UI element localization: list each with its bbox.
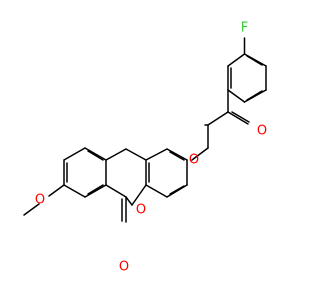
ether-oxygen-label: O <box>189 153 199 168</box>
bond <box>84 184 107 198</box>
bond <box>125 148 147 161</box>
bond <box>105 148 127 161</box>
bond <box>87 184 104 195</box>
bond <box>131 184 147 206</box>
bond <box>246 90 263 101</box>
bond <box>23 203 40 216</box>
fluorine-label: F <box>241 21 248 36</box>
bond <box>145 184 168 198</box>
bond <box>63 147 86 161</box>
bond <box>87 150 104 161</box>
bond <box>227 53 246 67</box>
bond <box>145 148 168 161</box>
bond <box>169 151 185 161</box>
bond <box>191 147 209 161</box>
bond <box>63 184 86 198</box>
bond <box>125 196 133 206</box>
bond <box>207 111 229 126</box>
ring-oxygen-label: O <box>136 203 146 218</box>
bond <box>105 184 127 198</box>
bond <box>246 55 263 66</box>
atom-labels: F O O O O O <box>35 21 267 275</box>
bond <box>169 185 185 195</box>
bond <box>227 89 246 103</box>
bond <box>48 184 65 197</box>
molecule-drawing: F O O O O O <box>23 20 268 275</box>
lactone-carbonyl-oxygen-label: O <box>119 260 129 275</box>
bond <box>166 148 188 161</box>
bond <box>84 147 107 161</box>
methoxy-oxygen-label: O <box>35 193 45 208</box>
molecule-svg: F O O O O O <box>23 21 267 275</box>
bond <box>227 111 249 125</box>
ketone-oxygen-label: O <box>257 124 267 139</box>
bond <box>231 111 250 123</box>
bonds <box>23 37 267 223</box>
